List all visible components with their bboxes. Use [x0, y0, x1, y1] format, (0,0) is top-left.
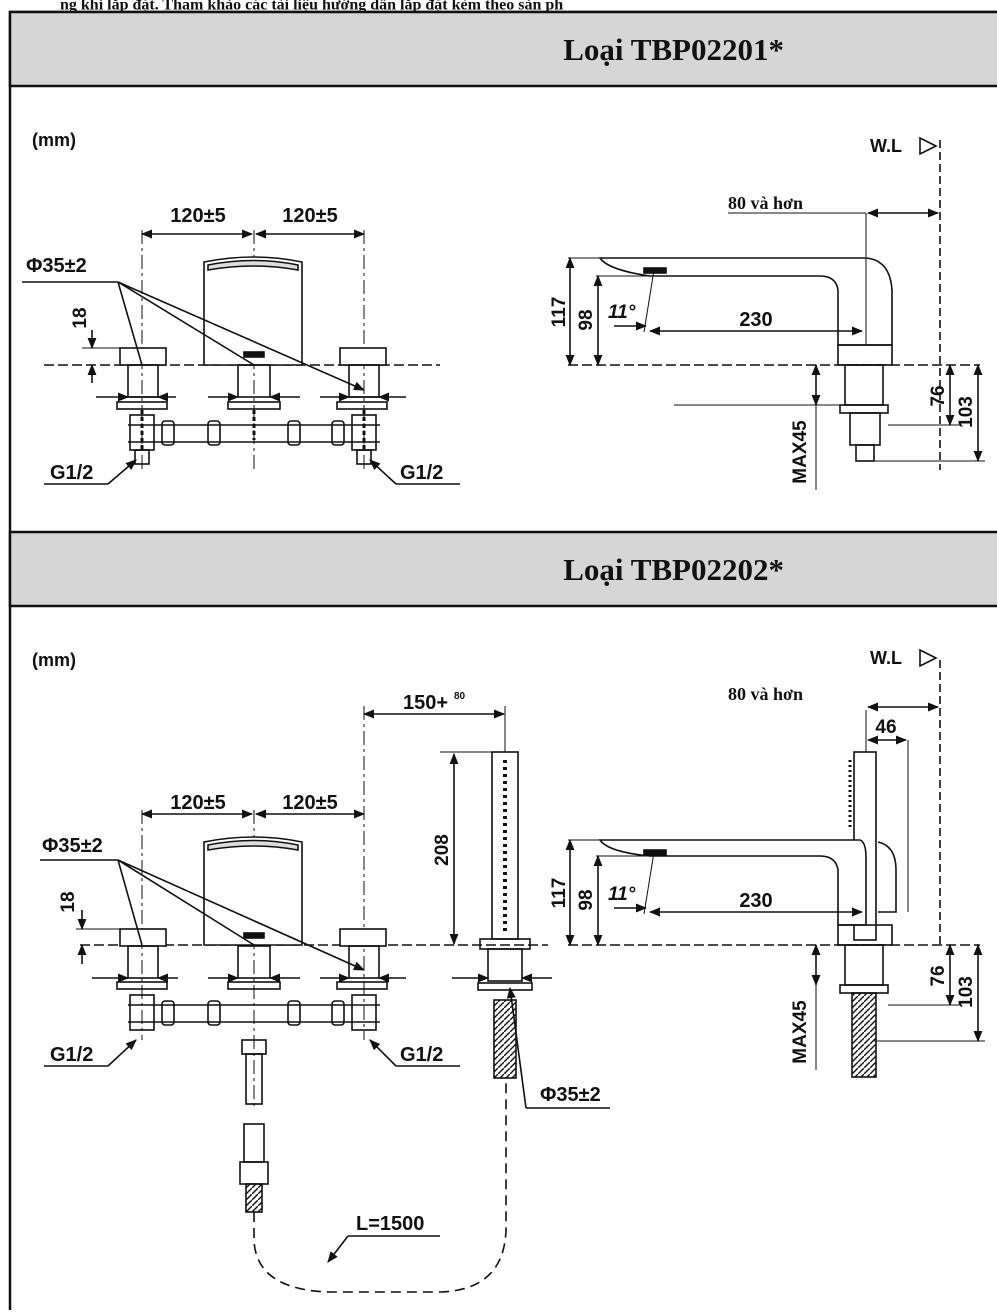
- panel-2-unit: (mm): [32, 650, 76, 670]
- side-2-below-deck-b: 103: [956, 976, 977, 1008]
- front-2-shower-offset: 150+: [403, 692, 448, 714]
- front-1-connection-right: G1/2: [400, 462, 443, 484]
- panel-2-title: Loại TBP02202*: [563, 552, 784, 587]
- front-1-hole-diameter: Φ35±2: [26, 255, 87, 277]
- side-1-below-deck-a: 76: [928, 385, 949, 406]
- front-1-spacing-right: 120±5: [282, 205, 337, 227]
- side-2-handshower-offset: 46: [875, 717, 896, 738]
- front-2-hose-length: L=1500: [356, 1213, 424, 1235]
- front-view-2: [40, 706, 610, 1293]
- front-2-spacing-left: 120±5: [170, 792, 225, 814]
- top-banner-text: ng khi lắp đặt. Tham khảo các tài liệu h…: [60, 0, 563, 14]
- front-1-deck-thickness: 18: [70, 307, 91, 328]
- front-1-connection-left: G1/2: [50, 462, 93, 484]
- front-2-connection-left: G1/2: [50, 1044, 93, 1066]
- side-2-reach-min: 80 và hơn: [728, 684, 803, 704]
- side-2-outlet-height: 98: [576, 889, 597, 910]
- panel-1-header: [8, 10, 997, 88]
- side-1-outlet-height: 98: [576, 309, 597, 330]
- front-2-hole-diameter: Φ35±2: [42, 835, 103, 857]
- side-1-water-level: W.L: [870, 136, 902, 156]
- front-2-shower-offset-tol: 80: [454, 691, 466, 702]
- front-2-deck-thickness: 18: [58, 891, 79, 912]
- panel-tbp02202: Loại TBP02202* (mm): [8, 530, 997, 1293]
- panel-tbp02201: Loại TBP02201* (mm): [8, 10, 997, 490]
- page-frame: [8, 10, 997, 1315]
- side-view-1: [565, 136, 985, 490]
- front-2-shower-height: 208: [432, 834, 453, 866]
- front-1-spacing-left: 120±5: [170, 205, 225, 227]
- side-2-water-level: W.L: [870, 648, 902, 668]
- side-2-below-deck-a: 76: [928, 965, 949, 986]
- panel-2-header: [8, 530, 997, 608]
- side-1-spout-length: 230: [739, 309, 772, 331]
- side-1-spout-angle: 11°: [608, 302, 636, 323]
- side-2-spout-length: 230: [739, 890, 772, 912]
- panel-1-title: Loại TBP02201*: [563, 32, 784, 67]
- front-2-spacing-right: 120±5: [282, 792, 337, 814]
- side-1-spout-height: 117: [549, 297, 570, 328]
- side-1-reach-min: 80 và hơn: [728, 193, 803, 213]
- front-view-1: [22, 229, 460, 485]
- front-2-connection-right: G1/2: [400, 1044, 443, 1066]
- front-2-shower-hole: Φ35±2: [540, 1084, 601, 1106]
- side-2-spout-height: 117: [549, 878, 570, 909]
- side-2-spout-angle: 11°: [608, 884, 636, 905]
- side-2-max-deck: MAX45: [790, 1000, 811, 1064]
- side-1-below-deck-b: 103: [956, 396, 977, 428]
- panel-1-unit: (mm): [32, 130, 76, 150]
- side-1-max-deck: MAX45: [790, 420, 811, 484]
- side-view-2: [565, 648, 985, 1078]
